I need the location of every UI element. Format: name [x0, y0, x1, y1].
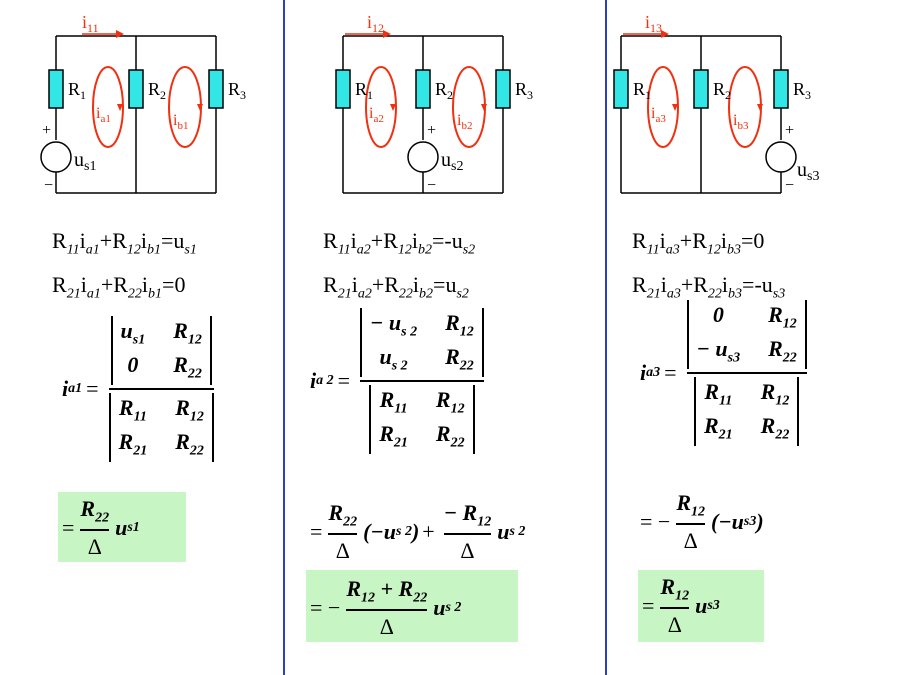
resistor-r3 — [208, 69, 224, 109]
denominator-determinant: R11 R12 R21 R22 — [108, 392, 214, 462]
svg-text:i11: i11 — [82, 12, 99, 35]
svg-text:ia3: ia3 — [651, 105, 666, 125]
voltage-source — [765, 141, 797, 173]
svg-text:us2: us2 — [441, 149, 463, 174]
loop-a-arrow-icon — [117, 104, 123, 111]
svg-text:R1: R1 — [633, 79, 651, 102]
equation-col3-row1: R11ia3+R12ib3=0 — [632, 228, 765, 258]
result-highlight-col1 — [58, 492, 186, 562]
resistor-r2 — [415, 69, 431, 109]
equation-col1-row1: R11ia1+R12ib1=us1 — [52, 228, 197, 258]
loop-a — [647, 66, 679, 148]
top-current-arrow-icon — [116, 30, 124, 38]
voltage-source — [407, 141, 439, 173]
loop-a — [92, 66, 124, 148]
column-divider-right — [605, 0, 607, 675]
resistor-r3 — [495, 69, 511, 109]
resistor-r3 — [773, 69, 789, 109]
loop-b — [452, 66, 486, 148]
fraction-bar — [108, 387, 214, 390]
svg-text:R2: R2 — [713, 79, 731, 102]
loop-b — [168, 66, 202, 148]
fraction-bar — [686, 371, 807, 374]
column-divider-left — [283, 0, 285, 675]
svg-text:+: + — [42, 122, 51, 139]
result-highlight-col3 — [638, 570, 764, 642]
fraction-bar — [360, 379, 484, 382]
loop-b-arrow-icon — [757, 104, 763, 111]
svg-text:R2: R2 — [148, 79, 166, 102]
svg-text:ib2: ib2 — [457, 112, 472, 132]
svg-text:R3: R3 — [793, 79, 811, 102]
svg-text:ia2: ia2 — [369, 105, 384, 125]
svg-text:−: − — [427, 177, 436, 194]
svg-text:−: − — [785, 177, 794, 194]
result-highlight-col2 — [306, 570, 518, 642]
circuit-1-wires — [55, 35, 217, 194]
loop-a-arrow-icon — [672, 104, 678, 111]
svg-text:R1: R1 — [68, 79, 86, 102]
loop-a — [365, 66, 397, 148]
svg-text:R3: R3 — [515, 79, 533, 102]
numerator-determinant: us1 R12 0 R22 — [110, 316, 212, 385]
numerator-determinant: 0 R12 − us3 R22 — [686, 300, 807, 369]
svg-text:+: + — [427, 122, 436, 139]
resistor-r2 — [128, 69, 144, 109]
svg-text:ia1: ia1 — [96, 105, 111, 125]
resistor-r2 — [693, 69, 709, 109]
svg-text:ib1: ib1 — [173, 112, 188, 132]
top-current-arrow-icon — [661, 30, 669, 38]
svg-text:R1: R1 — [355, 79, 373, 102]
svg-text:+: + — [785, 122, 794, 139]
svg-text:ib3: ib3 — [733, 112, 749, 132]
resistor-r1 — [335, 69, 351, 109]
svg-text:us3: us3 — [797, 159, 819, 184]
voltage-source — [40, 141, 72, 173]
loop-a-arrow-icon — [390, 104, 396, 111]
resistor-r1 — [613, 69, 629, 109]
denominator-determinant: R11 R12 R21 R22 — [369, 384, 475, 454]
svg-text:R3: R3 — [228, 79, 246, 102]
loop-b-arrow-icon — [197, 104, 203, 111]
circuit-3: i13 R1 R2 R3 ia3 ib3 + − us3 — [613, 12, 819, 194]
top-current-arrow-icon — [383, 30, 391, 38]
numerator-determinant: − us 2 R12 us 2 R22 — [360, 308, 484, 377]
denominator-determinant: R11 R12 R21 R22 — [693, 376, 800, 446]
loop-b — [728, 66, 762, 148]
svg-text:us1: us1 — [74, 149, 96, 174]
resistor-r1 — [48, 69, 64, 109]
circuit-1: i11 R1 R2 R3 ia1 ib1 + − us1 — [40, 12, 246, 194]
equation-col1-row2: R21ia1+R22ib1=0 — [52, 272, 186, 302]
equation-col2-row1: R11ia2+R12ib2=-us2 — [323, 228, 476, 258]
loop-b-arrow-icon — [481, 104, 487, 111]
svg-text:R2: R2 — [435, 79, 453, 102]
svg-text:−: − — [44, 177, 53, 194]
equation-col3-row2: R21ia3+R22ib3=-us3 — [632, 272, 786, 302]
svg-text:i12: i12 — [367, 12, 384, 35]
circuit-2: i12 R1 R2 R3 ia2 ib2 + − us2 — [335, 12, 533, 194]
equation-col2-row2: R21ia2+R22ib2=us2 — [323, 272, 469, 302]
svg-text:i13: i13 — [645, 12, 662, 35]
